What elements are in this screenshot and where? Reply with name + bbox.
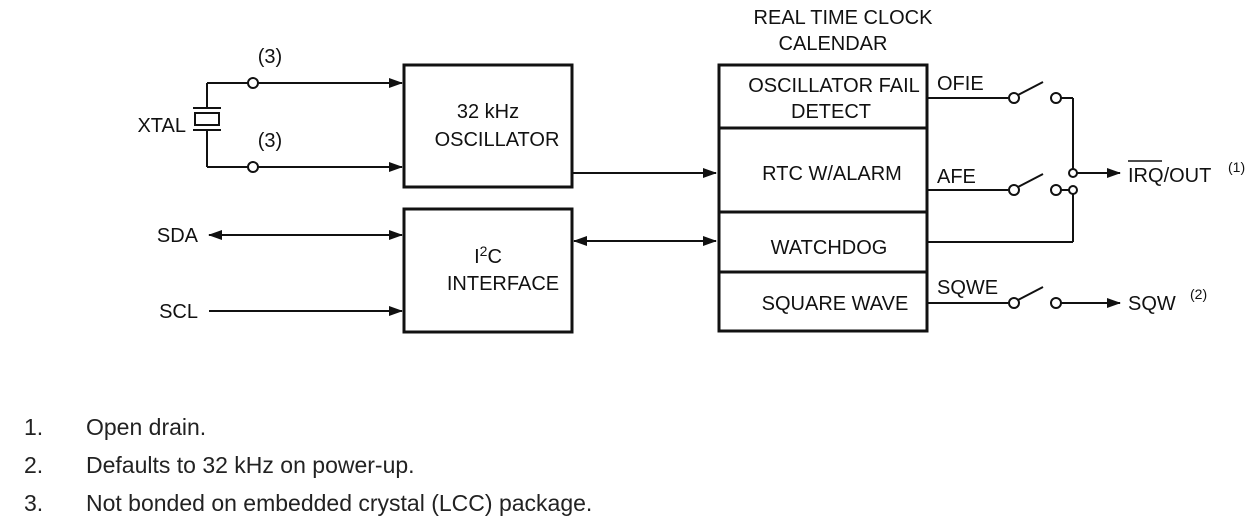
oscillator-label-line2: OSCILLATOR — [435, 129, 560, 151]
xtal-label: XTAL — [137, 115, 186, 137]
sqw-note-ref: (2) — [1190, 286, 1207, 302]
sqwe-switch — [928, 286, 1121, 309]
xtal-pin-note-top: (3) — [258, 46, 282, 68]
footnote-text: Defaults to 32 kHz on power-up. — [86, 452, 415, 478]
scl-label: SCL — [159, 301, 198, 323]
irq-junction — [928, 168, 1121, 243]
rtc-header-line1: REAL TIME CLOCK — [754, 7, 934, 29]
i2c-interface-block — [402, 207, 574, 334]
osc-fail-detect-row — [717, 63, 929, 130]
footnote-number: 3. — [24, 490, 44, 516]
footnote-text: Not bonded on embedded crystal (LCC) pac… — [86, 490, 593, 516]
irq-note-ref: (1) — [1228, 159, 1245, 175]
sda-label: SDA — [157, 225, 199, 247]
rtc-alarm-row — [717, 126, 929, 214]
sqw-label: SQW — [1128, 293, 1176, 315]
rtc-block — [717, 63, 929, 333]
footnote-number: 2. — [24, 452, 44, 478]
i2c-label-line1: I2C — [474, 243, 502, 268]
square-wave-label: SQUARE WAVE — [762, 293, 909, 315]
footnote-number: 1. — [24, 414, 44, 440]
rtc-alarm-label: RTC W/ALARM — [762, 163, 902, 185]
watchdog-label: WATCHDOG — [771, 237, 888, 259]
osc-fail-label-line1: OSCILLATOR FAIL — [748, 75, 920, 97]
afe-label: AFE — [937, 166, 976, 188]
xtal-wires — [207, 77, 403, 173]
oscillator-block — [402, 63, 574, 189]
crystal-symbol — [193, 83, 221, 167]
ofie-label: OFIE — [937, 73, 984, 95]
sqwe-label: SQWE — [937, 277, 998, 299]
oscillator-label-line1: 32 kHz — [457, 101, 519, 123]
rtc-header-line2: CALENDAR — [779, 33, 888, 55]
ofie-switch — [928, 81, 1074, 169]
i2c-label-line2: INTERFACE — [447, 273, 559, 295]
osc-fail-label-line2: DETECT — [791, 101, 871, 123]
footnote-text: Open drain. — [86, 414, 207, 440]
block-diagram: REAL TIME CLOCK CALENDAR XTAL (3) (3) 32… — [137, 7, 1245, 334]
xtal-pin-note-bottom: (3) — [258, 130, 282, 152]
afe-switch — [928, 173, 1073, 196]
irq-out-label: IRQ/OUT — [1128, 165, 1211, 187]
square-wave-row — [717, 270, 929, 333]
